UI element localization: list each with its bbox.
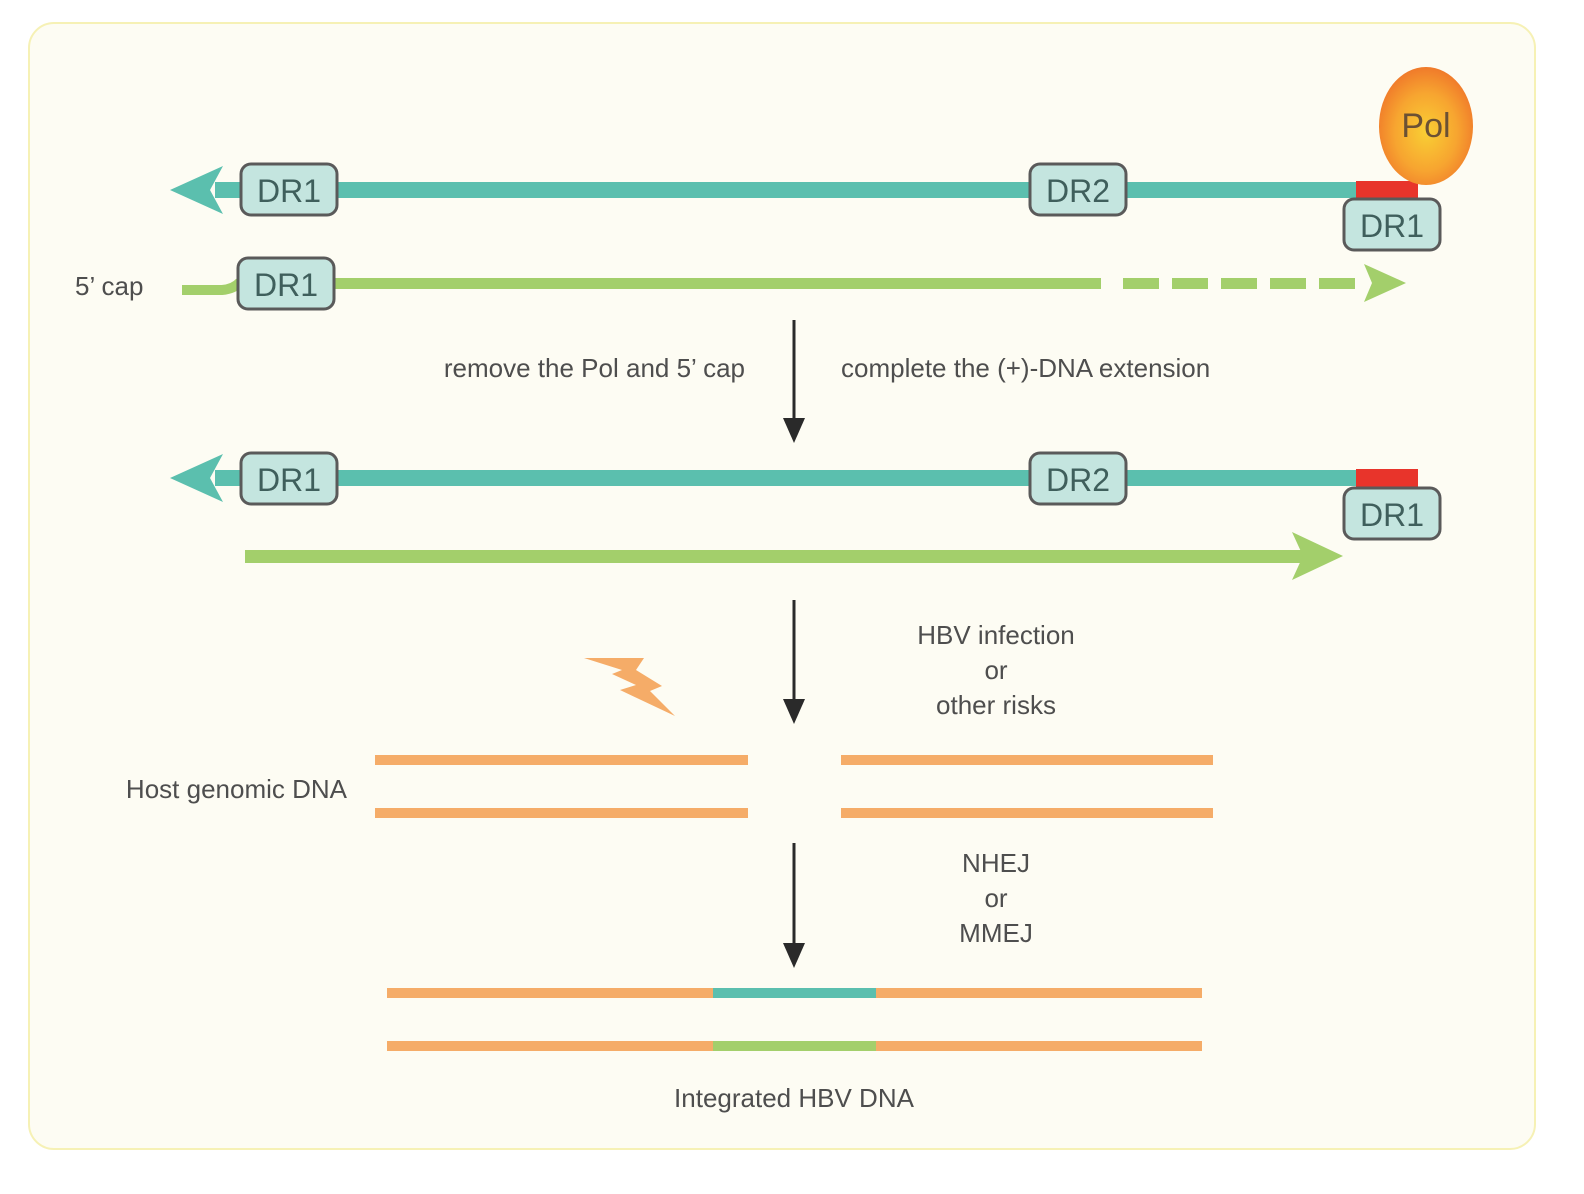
lightning-bolt-icon bbox=[584, 658, 675, 716]
dr1-box-left-1: DR1 bbox=[239, 162, 339, 217]
svg-text:DR1: DR1 bbox=[1360, 208, 1424, 244]
step2-label-line1: HBV infection bbox=[917, 620, 1075, 650]
plus-strand-arrowhead-2 bbox=[1292, 532, 1343, 580]
host-dna-label: Host genomic DNA bbox=[126, 774, 348, 804]
minus-strand-1 bbox=[215, 182, 1357, 198]
step2-label-line3: other risks bbox=[936, 690, 1056, 720]
pol-label: Pol bbox=[1401, 107, 1450, 145]
step-arrow-1 bbox=[783, 320, 805, 443]
dr2-box-1: DR2 bbox=[1028, 162, 1128, 217]
dr1-box-plus-1: DR1 bbox=[236, 256, 336, 311]
dr2-box-2: DR2 bbox=[1028, 451, 1128, 506]
plus-strand-arrowhead-1 bbox=[1364, 264, 1406, 302]
step1-left-label: remove the Pol and 5’ cap bbox=[444, 353, 745, 383]
svg-text:DR1: DR1 bbox=[1360, 497, 1424, 533]
svg-text:DR2: DR2 bbox=[1046, 173, 1110, 209]
plus-strand-solid bbox=[330, 278, 1101, 289]
minus-strand-arrowhead-1 bbox=[170, 166, 223, 214]
red-segment-1 bbox=[1356, 181, 1418, 199]
stage-2: DR1 DR2 DR1 bbox=[170, 451, 1442, 580]
integrated-hbv-dna bbox=[387, 988, 1202, 1051]
red-segment-2 bbox=[1356, 469, 1418, 487]
step2-label-line2: or bbox=[984, 655, 1007, 685]
dr1-box-right-1: DR1 bbox=[1342, 197, 1442, 252]
integrated-label: Integrated HBV DNA bbox=[674, 1083, 915, 1113]
minus-strand-2 bbox=[215, 470, 1357, 486]
host-genomic-dna bbox=[375, 755, 1213, 818]
svg-text:DR1: DR1 bbox=[257, 173, 321, 209]
step3-label-line1: NHEJ bbox=[962, 848, 1030, 878]
step3-label-line3: MMEJ bbox=[959, 918, 1033, 948]
step-arrow-2 bbox=[783, 600, 805, 724]
dr1-box-left-2: DR1 bbox=[239, 451, 339, 506]
svg-text:DR1: DR1 bbox=[254, 267, 318, 303]
plus-strand-dashed bbox=[1123, 278, 1355, 289]
step-arrow-3 bbox=[783, 843, 805, 968]
dr1-box-right-2: DR1 bbox=[1342, 486, 1442, 541]
step1-right-label: complete the (+)-DNA extension bbox=[841, 353, 1210, 383]
svg-text:DR2: DR2 bbox=[1046, 462, 1110, 498]
step3-label-line2: or bbox=[984, 883, 1007, 913]
five-prime-cap-label: 5’ cap bbox=[75, 271, 143, 301]
svg-text:DR1: DR1 bbox=[257, 462, 321, 498]
minus-strand-arrowhead-2 bbox=[170, 454, 223, 502]
stage-1: Pol DR1 DR2 DR1 5’ cap bbox=[75, 67, 1473, 311]
polymerase: Pol bbox=[1379, 67, 1473, 185]
plus-strand-complete bbox=[245, 550, 1305, 563]
five-prime-cap-tail bbox=[182, 278, 244, 295]
